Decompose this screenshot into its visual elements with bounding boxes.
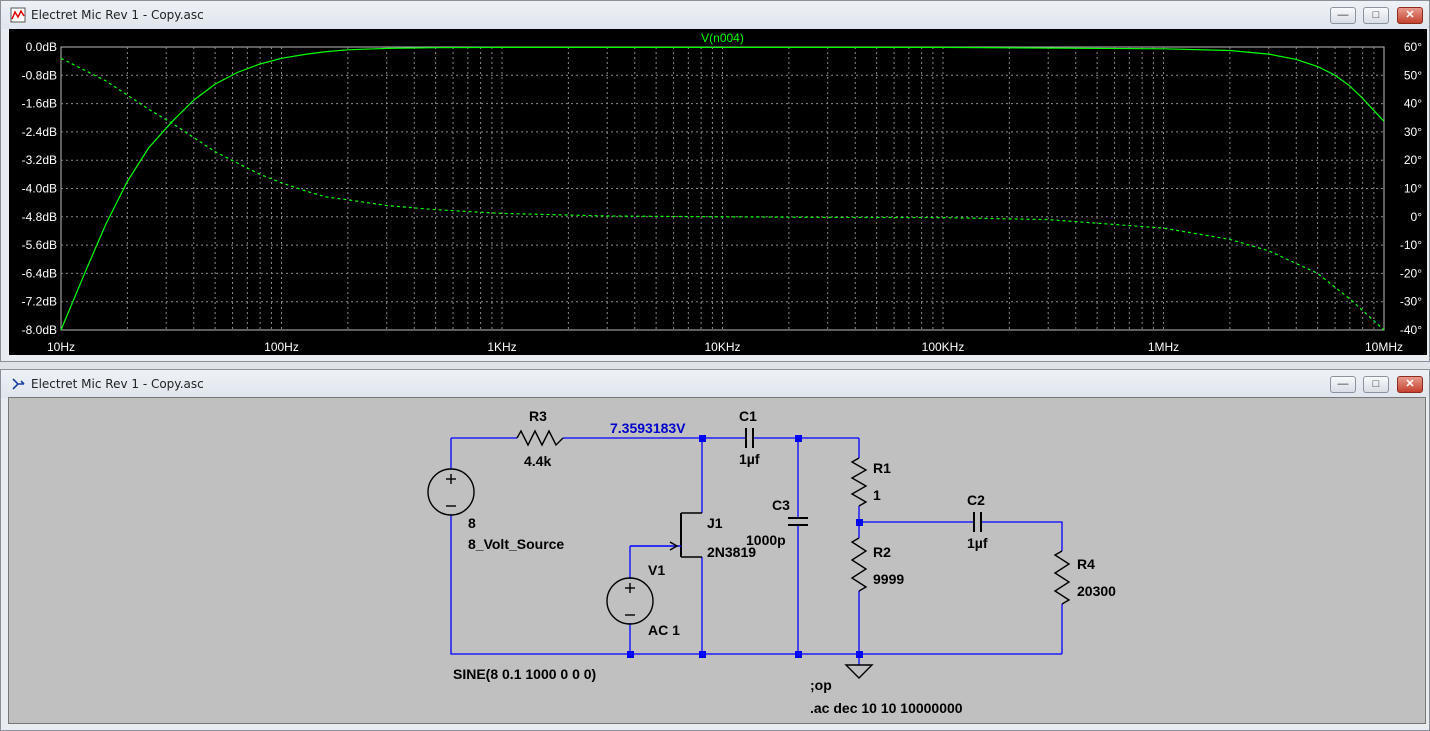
schematic-app-icon [12, 378, 25, 390]
c3-name-label: C3 [772, 497, 790, 513]
waveform-plot-pane[interactable]: 0.0dB -0.8dB -1.6dB -2.4dB -3.2dB -4.0dB -4.8d… [9, 29, 1427, 355]
c2-name-label: C2 [967, 492, 985, 508]
y-left-tick-label: -0.8dB [22, 68, 57, 82]
plot-window-title: Electret Mic Rev 1 - Copy.asc [31, 8, 204, 22]
y-left-tick-label: -6.4dB [22, 266, 57, 280]
jfet-j1[interactable] [630, 512, 702, 558]
voltage-source-8v[interactable] [427, 468, 475, 516]
close-button[interactable]: ✕ [1397, 7, 1423, 24]
x-tick-label: 100Hz [264, 340, 299, 354]
x-tick-label: 10MHz [1365, 340, 1403, 354]
y-right-tick-label: -30° [1400, 295, 1422, 309]
y-right-tick-label: 20° [1404, 153, 1422, 167]
x-tick-label: 10Hz [47, 340, 75, 354]
op-directive: ;op [810, 677, 832, 693]
x-tick-label: 1KHz [487, 340, 516, 354]
y-right-tick-label: 0° [1411, 210, 1423, 224]
v1-name-label: V1 [648, 562, 665, 578]
capacitor-c2[interactable] [973, 512, 982, 532]
plot-window-titlebar[interactable]: Electret Mic Rev 1 - Copy.asc — □ ✕ [1, 1, 1429, 29]
source-value-label: 8 [468, 515, 476, 531]
y-left-tick-label: 0.0dB [26, 40, 57, 54]
x-tick-label: 1MHz [1148, 340, 1179, 354]
bode-plot[interactable]: 0.0dB -0.8dB -1.6dB -2.4dB -3.2dB -4.0dB -4.8d… [9, 29, 1427, 355]
r3-name-label: R3 [529, 408, 547, 424]
r3-value-label: 4.4k [524, 453, 551, 469]
close-button[interactable]: ✕ [1397, 376, 1423, 393]
y-right-tick-label: 40° [1404, 97, 1422, 111]
x-tick-label: 10KHz [704, 340, 740, 354]
voltage-source-v1[interactable] [606, 577, 654, 625]
j1-value-label: 2N3819 [707, 544, 756, 560]
r2-name-label: R2 [873, 544, 891, 560]
r1-value-label: 1 [873, 487, 881, 503]
resistor-r4[interactable] [1053, 550, 1071, 605]
y-left-tick-label: -7.2dB [22, 295, 57, 309]
c3-value-label: 1000p [746, 532, 786, 548]
r4-value-label: 20300 [1077, 583, 1116, 599]
wire[interactable] [981, 521, 1063, 551]
y-left-tick-label: -5.6dB [22, 238, 57, 252]
y-left-tick-label: -2.4dB [22, 125, 57, 139]
minimize-button[interactable]: — [1330, 7, 1356, 24]
capacitor-c3[interactable] [788, 517, 808, 526]
r2-value-label: 9999 [873, 571, 904, 587]
c1-name-label: C1 [739, 408, 757, 424]
y-left-tick-label: -4.8dB [22, 210, 57, 224]
waveform-app-icon [10, 7, 26, 23]
y-right-tick-label: 30° [1404, 125, 1422, 139]
phase-trace [60, 57, 1385, 331]
junction-dots [627, 435, 863, 658]
v1-value-label: AC 1 [648, 622, 680, 638]
node-voltage-label: 7.3593183V [610, 420, 686, 436]
maximize-button[interactable]: □ [1363, 376, 1389, 393]
schematic-window-titlebar[interactable]: Electret Mic Rev 1 - Copy.asc — □ ✕ [1, 370, 1429, 398]
y-right-tick-label: 10° [1404, 182, 1422, 196]
y-right-tick-label: -10° [1400, 238, 1422, 252]
y-left-tick-label: -4.0dB [22, 182, 57, 196]
r1-name-label: R1 [873, 460, 891, 476]
resistor-r3[interactable] [516, 429, 564, 447]
source-sine-label: SINE(8 0.1 1000 0 0 0) [453, 666, 596, 682]
c2-value-label: 1µf [967, 535, 988, 551]
minimize-button[interactable]: — [1330, 376, 1356, 393]
resistor-r2[interactable] [850, 537, 868, 592]
y-right-tick-label: -40° [1400, 323, 1422, 337]
j1-name-label: J1 [707, 515, 723, 531]
schematic-canvas[interactable]: R3 4.4k 7.3593183V C1 1µf C3 1000p R1 1 … [8, 397, 1426, 724]
y-right-tick-label: -20° [1400, 266, 1422, 280]
y-left-tick-label: -3.2dB [22, 153, 57, 167]
y-right-tick-label: 50° [1404, 68, 1422, 82]
r4-name-label: R4 [1077, 556, 1095, 572]
maximize-button[interactable]: □ [1363, 7, 1389, 24]
y-left-tick-label: -8.0dB [22, 323, 57, 337]
y-left-tick-label: -1.6dB [22, 97, 57, 111]
magnitude-trace [60, 46, 1385, 331]
trace-name-label: V(n004) [701, 31, 744, 45]
ac-directive: .ac dec 10 10 10000000 [810, 700, 963, 716]
circuit-schematic[interactable]: R3 4.4k 7.3593183V C1 1µf C3 1000p R1 1 … [9, 398, 1425, 723]
schematic-window-title: Electret Mic Rev 1 - Copy.asc [31, 377, 204, 391]
c1-value-label: 1µf [739, 451, 760, 467]
source-name-label: 8_Volt_Source [468, 536, 564, 552]
plot-window: Electret Mic Rev 1 - Copy.asc — □ ✕ 0.0d… [0, 0, 1430, 362]
y-right-tick-label: 60° [1404, 40, 1422, 54]
resistor-r1[interactable] [850, 457, 868, 507]
capacitor-c1[interactable] [745, 428, 754, 448]
ground-symbol[interactable] [844, 664, 874, 679]
x-tick-label: 100KHz [922, 340, 965, 354]
